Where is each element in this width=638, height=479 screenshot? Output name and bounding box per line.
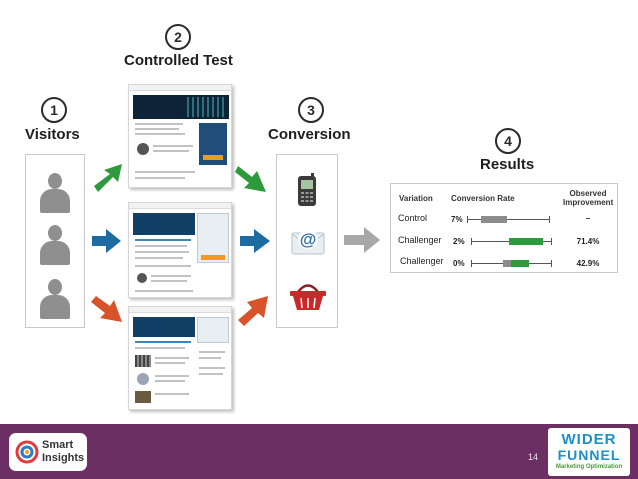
- row-label-challenger-2: Challenger: [400, 256, 444, 266]
- ci-track-control: [467, 219, 549, 220]
- email-at-icon: @: [291, 227, 325, 255]
- ci-bar-challenger-1: [509, 238, 543, 245]
- row-rate-control: 7%: [451, 215, 463, 224]
- arrow-right-blue-2: [240, 229, 270, 253]
- smart-insights-logo-line1: Smart: [42, 439, 73, 451]
- arrow-right-blue: [92, 229, 121, 253]
- wider-funnel-logo-line2: FUNNEL: [548, 447, 630, 463]
- conversion-box: @: [276, 154, 338, 328]
- page-number: 14: [528, 452, 538, 462]
- row-rate-challenger-1: 2%: [453, 237, 465, 246]
- arrow-down-right-green: [235, 166, 266, 192]
- smart-insights-logo: Smart Insights: [9, 433, 87, 471]
- ci-bar-challenger-2-green: [511, 260, 529, 267]
- footer-bar: [0, 424, 638, 479]
- wider-funnel-logo-tagline: Marketing Optimization: [548, 464, 630, 470]
- wider-funnel-logo: WIDER FUNNEL Marketing Optimization: [548, 428, 630, 476]
- arrow-down-right-orange: [91, 296, 122, 322]
- ci-cap: [551, 260, 552, 267]
- ci-cap: [549, 216, 550, 223]
- arrow-up-right-orange: [238, 296, 268, 326]
- header-observed-improvement: Observed Improvement: [563, 189, 613, 207]
- shopping-basket-icon: [289, 281, 327, 311]
- arrow-right-gray: [344, 227, 380, 253]
- row-improvement-control: –: [563, 214, 613, 223]
- ci-bar-control: [481, 216, 507, 223]
- ci-cap: [551, 238, 552, 245]
- header-variation: Variation: [399, 194, 433, 203]
- smart-insights-logo-line2: Insights: [42, 452, 84, 464]
- step-3-number: 3: [298, 97, 324, 123]
- header-conversion-rate: Conversion Rate: [451, 194, 515, 203]
- row-label-control: Control: [398, 213, 427, 223]
- step-4-title: Results: [480, 156, 534, 173]
- results-table: Variation Conversion Rate Observed Impro…: [390, 183, 618, 273]
- mobile-phone-icon: [297, 173, 317, 207]
- row-improvement-challenger-1: 71.4%: [563, 237, 613, 246]
- step-4-number: 4: [495, 128, 521, 154]
- step-3-title: Conversion: [268, 126, 351, 143]
- row-rate-challenger-2: 0%: [453, 259, 465, 268]
- ci-cap: [471, 260, 472, 267]
- arrow-up-right-green: [94, 164, 122, 192]
- wider-funnel-logo-line1: WIDER: [548, 431, 630, 448]
- ci-bar-challenger-2-gray: [503, 260, 511, 267]
- svg-text:@: @: [300, 230, 317, 249]
- ci-cap: [467, 216, 468, 223]
- row-improvement-challenger-2: 42.9%: [563, 259, 613, 268]
- ci-cap: [471, 238, 472, 245]
- smart-insights-logo-mark: [15, 440, 39, 464]
- row-label-challenger-1: Challenger: [398, 235, 442, 245]
